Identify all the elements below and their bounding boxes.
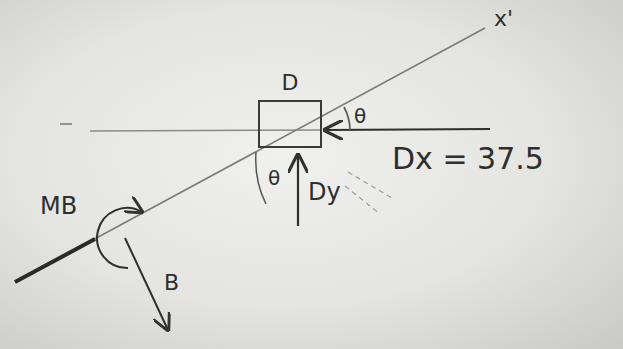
angle-label: θ [268,168,280,188]
slider-block: D [258,72,322,148]
moment-label: MB [40,194,77,218]
construction-line [345,186,380,214]
tick-mark [60,123,72,125]
horizontal-line [90,130,322,131]
force-value: Dx = 37.5 [392,144,544,174]
force-arrow [125,238,168,330]
force-label: Dy [308,180,341,204]
angle-label: θ [354,106,366,126]
block-outline [258,100,322,148]
angle-arc [256,152,266,204]
support-label: B [164,272,179,294]
member-line [15,239,95,282]
axis-label: x' [494,8,513,30]
angle-arc [344,107,350,130]
force-arrow [297,155,299,226]
block-label: D [258,72,322,94]
